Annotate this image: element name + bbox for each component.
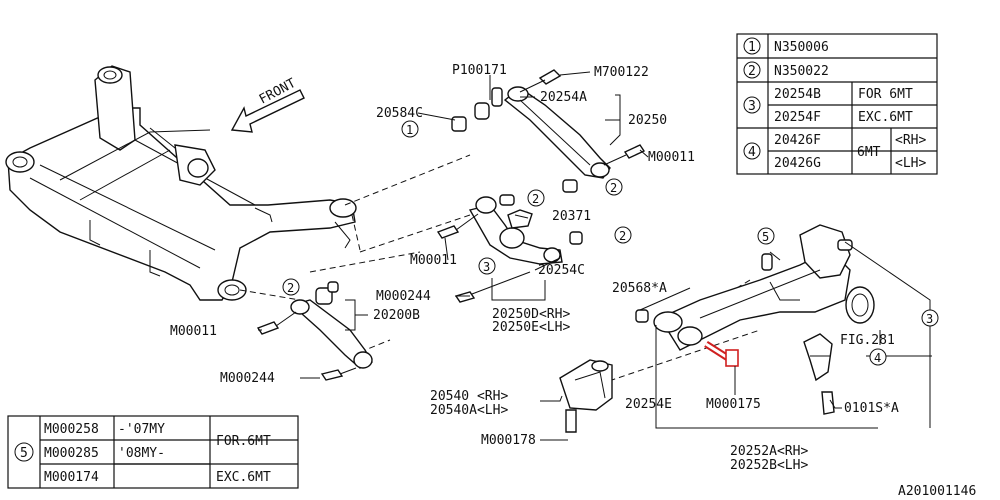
mid-arm-20250d	[436, 194, 583, 303]
rear-subframe	[5, 65, 357, 301]
label-m000175: M000175	[706, 397, 761, 412]
table-bottom-my-2: '08MY-	[118, 446, 165, 461]
callout-number: 2	[532, 192, 539, 206]
table-bottom-note-b: EXC.6MT	[216, 470, 271, 485]
label-20252a: 20252A<RH>	[730, 444, 808, 459]
callout-number: 2	[287, 281, 294, 295]
callout-3a	[478, 257, 496, 275]
callout-5	[757, 227, 775, 245]
label-m00011-left: M00011	[170, 324, 217, 339]
parts-table-bottom: 5 M000258 -'07MY M000285 '08MY- M000174 …	[7, 415, 299, 489]
table-top-part-4a: 20426F	[774, 133, 821, 148]
table-bottom-part-1: M000258	[44, 422, 99, 437]
knuckle-assembly	[653, 224, 875, 415]
table-top-mt-4: 6MT	[857, 145, 881, 160]
table-top-note-3b: EXC.6MT	[858, 110, 913, 125]
callout-3b	[921, 309, 939, 327]
label-0101s: 0101S*A	[844, 401, 899, 416]
leader-lines	[258, 71, 932, 441]
table-top-part-4b: 20426G	[774, 156, 821, 171]
callout-2b	[527, 189, 545, 207]
label-20252b: 20252B<LH>	[730, 458, 808, 473]
table-bottom-my-1: -'07MY	[118, 422, 165, 437]
callout-number: 3	[483, 260, 490, 274]
label-20540a: 20540A<LH>	[430, 403, 508, 418]
table-bottom-part-2: M000285	[44, 446, 99, 461]
callout-2d	[282, 278, 300, 296]
table-top-num-3: 3	[748, 99, 756, 114]
lower-arm-20200b	[256, 281, 373, 381]
callout-circles: 1 2 2 2 2 3 3 4 5	[282, 120, 939, 366]
part-labels: P100171 M700122 20584C 20254A 20250 M000…	[170, 63, 976, 499]
label-m000244-mid: M000244	[376, 289, 431, 304]
table-top-num-4: 4	[748, 145, 756, 160]
callout-number: 1	[406, 123, 413, 137]
label-20250d: 20250D<RH>	[492, 307, 570, 322]
table-top-num-1: 1	[748, 40, 756, 55]
label-p100171: P100171	[452, 63, 507, 78]
table-top-note-3a: FOR 6MT	[858, 87, 913, 102]
label-m000178: M000178	[481, 433, 536, 448]
callout-number: 2	[619, 229, 626, 243]
callout-2a	[605, 178, 623, 196]
table-top-part-1: N350006	[774, 40, 829, 55]
callout-number: 2	[610, 181, 617, 195]
callout-4	[869, 348, 887, 366]
callout-number: 3	[926, 312, 933, 326]
front-arrow: FRONT	[230, 76, 305, 133]
upper-arm-20250	[451, 69, 646, 193]
label-m00011-top: M00011	[648, 150, 695, 165]
parts-table-top: 1 N350006 2 N350022 3 20254B FOR 6MT 202…	[736, 33, 938, 175]
table-bottom-num: 5	[20, 446, 28, 461]
bracket-20540	[559, 359, 613, 433]
callout-number: 4	[874, 351, 881, 365]
callout-number: 5	[762, 230, 769, 244]
table-top-part-2: N350022	[774, 64, 829, 79]
table-top-part-3b: 20254F	[774, 110, 821, 125]
label-20250: 20250	[628, 113, 667, 128]
label-m00011-mid: M00011	[410, 253, 457, 268]
label-20254e: 20254E	[625, 397, 672, 412]
diagram-id: A201001146	[898, 484, 976, 499]
callout-1	[401, 120, 419, 138]
label-fig281: FIG.281	[840, 333, 895, 348]
nut-20568a	[635, 309, 649, 323]
label-20584c: 20584C	[376, 106, 423, 121]
label-20200b: 20200B	[373, 308, 420, 323]
table-top-side-4a: <RH>	[895, 133, 926, 148]
table-top-part-3a: 20254B	[774, 87, 821, 102]
label-20568a: 20568*A	[612, 281, 667, 296]
label-20254a: 20254A	[540, 90, 587, 105]
label-20254c: 20254C	[538, 263, 585, 278]
table-bottom-part-3: M000174	[44, 470, 99, 485]
label-m700122: M700122	[594, 65, 649, 80]
table-top-side-4b: <LH>	[895, 156, 926, 171]
bolt-m000175	[704, 341, 739, 395]
label-20371: 20371	[552, 209, 591, 224]
label-20540: 20540 <RH>	[430, 389, 508, 404]
label-20250e: 20250E<LH>	[492, 320, 570, 335]
table-bottom-note-a: FOR.6MT	[216, 434, 271, 449]
callout-2c	[614, 226, 632, 244]
table-top-num-2: 2	[748, 64, 756, 79]
label-m000244-left: M000244	[220, 371, 275, 386]
